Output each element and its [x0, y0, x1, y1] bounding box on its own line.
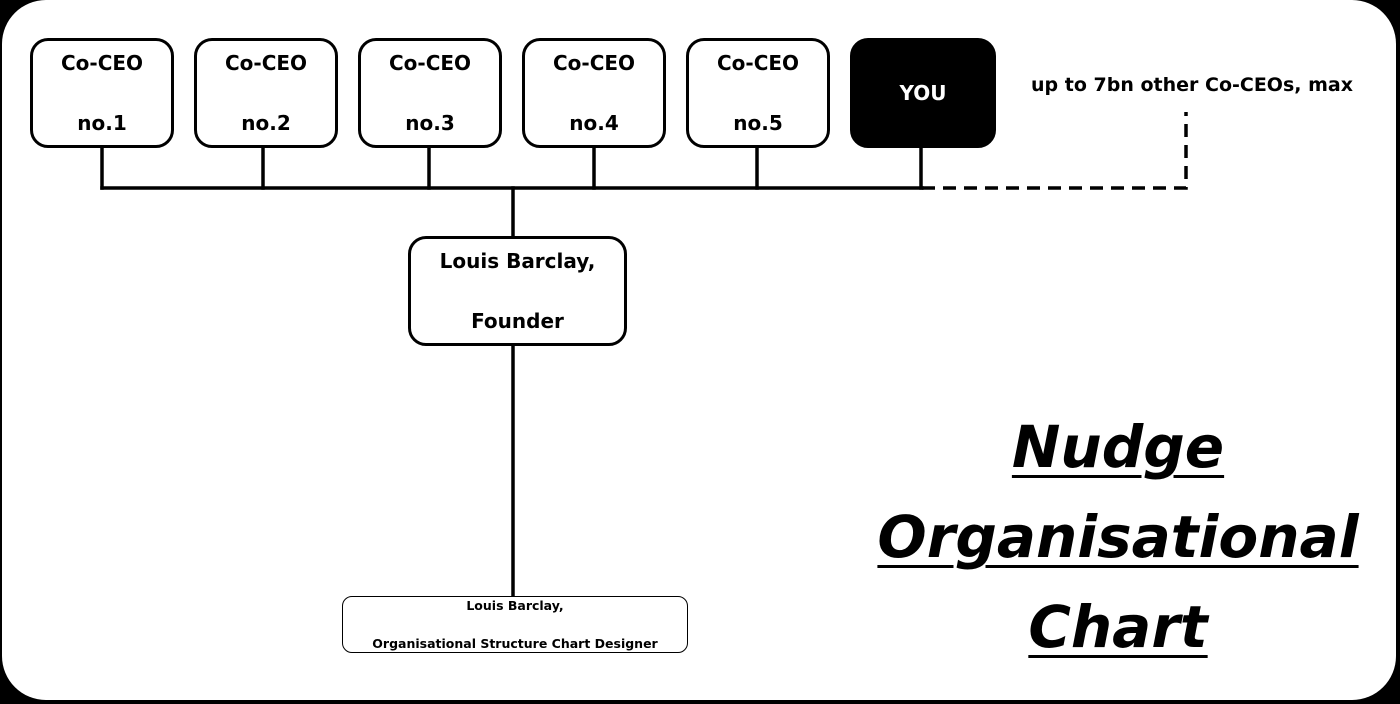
- chart-title-line-2: Organisational: [877, 503, 1359, 571]
- chart-title-line-1: Nudge: [1011, 413, 1225, 481]
- you-box: YOU: [850, 38, 996, 148]
- you-label: YOU: [899, 81, 947, 105]
- co-ceo-title: Co-CEO: [224, 51, 308, 75]
- co-ceo-number: no.2: [241, 111, 291, 135]
- co-ceo-number: no.1: [77, 111, 127, 135]
- chart-title: Nudge Organisational Chart: [868, 402, 1368, 672]
- co-ceo-number: no.5: [733, 111, 783, 135]
- co-ceo-number: no.4: [569, 111, 619, 135]
- co-ceo-box-3: Co-CEO no.3: [358, 38, 502, 148]
- co-ceo-title: Co-CEO: [60, 51, 144, 75]
- founder-name: Louis Barclay,: [439, 249, 596, 273]
- co-ceo-box-1: Co-CEO no.1: [30, 38, 174, 148]
- founder-box: Louis Barclay, Founder: [408, 236, 627, 346]
- co-ceo-title: Co-CEO: [552, 51, 636, 75]
- co-ceo-box-5: Co-CEO no.5: [686, 38, 830, 148]
- founder-role: Founder: [471, 309, 564, 333]
- co-ceo-box-4: Co-CEO no.4: [522, 38, 666, 148]
- co-ceo-title: Co-CEO: [388, 51, 472, 75]
- designer-role: Organisational Structure Chart Designer: [372, 636, 658, 651]
- designer-name: Louis Barclay,: [466, 598, 564, 613]
- co-ceo-number: no.3: [405, 111, 455, 135]
- co-ceo-title: Co-CEO: [716, 51, 800, 75]
- co-ceo-box-2: Co-CEO no.2: [194, 38, 338, 148]
- designer-box: Louis Barclay, Organisational Structure …: [342, 596, 688, 653]
- other-co-ceos-label: up to 7bn other Co-CEOs, max: [1031, 74, 1353, 96]
- chart-title-line-3: Chart: [1028, 593, 1208, 661]
- dashed-extension-line: [922, 112, 1188, 190]
